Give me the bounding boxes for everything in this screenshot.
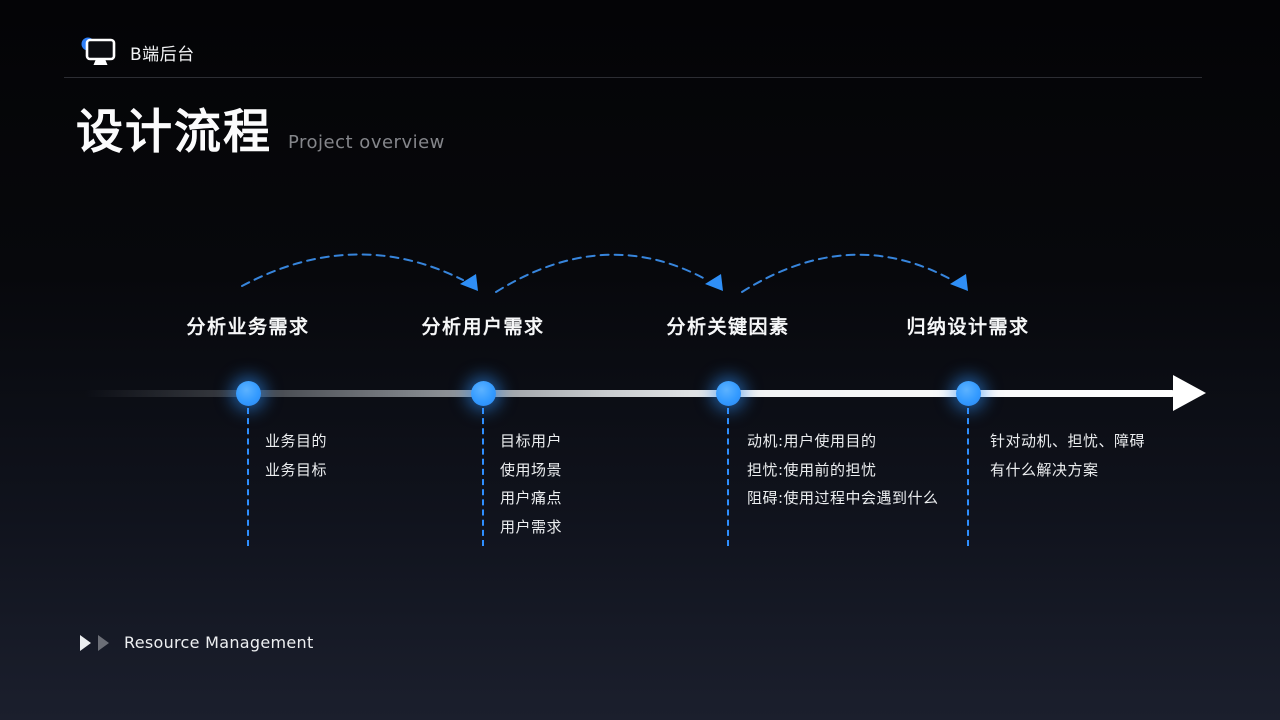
page-title: 设计流程 [76, 105, 272, 160]
stage-1-details: 业务目的 业务目标 [265, 427, 327, 484]
stage-2-dot [471, 381, 496, 406]
detail-line: 针对动机、担忧、障碍 [990, 432, 1146, 450]
detail-line: 用户需求 [500, 517, 563, 536]
page-subtitle: Project overview [288, 132, 445, 154]
stage-2-details: 目标用户 使用场景 用户痛点 用户需求 [500, 427, 562, 541]
stage-2-dashed-line [482, 408, 484, 546]
detail-line: 业务目标 [265, 460, 328, 479]
detail-line: 动机:用户使用目的 [747, 432, 877, 450]
play-icon [80, 634, 91, 651]
stage-4-details: 针对动机、担忧、障碍 有什么解决方案 [990, 427, 1145, 484]
stage-3-dot [716, 381, 741, 406]
stage-1-label: 分析业务需求 [186, 316, 310, 338]
header-divider [64, 77, 1202, 78]
stage-3-label: 分析关键因素 [666, 316, 790, 338]
arc-3 [741, 253, 953, 293]
detail-line: 用户痛点 [500, 489, 563, 507]
stage-3-details: 动机:用户使用目的 担忧:使用前的担忧 阻碍:使用过程中会遇到什么 [747, 427, 939, 513]
stage-4-dashed-line [967, 408, 969, 546]
stage-1-dashed-line [247, 408, 249, 546]
arc-arrowhead-3 [950, 274, 968, 291]
title-row: 设计流程 Project overview [76, 105, 445, 160]
detail-line: 目标用户 [500, 432, 563, 450]
monitor-icon [80, 36, 116, 68]
footer-label: Resource Management [124, 633, 314, 652]
stage-3-dashed-line [727, 408, 729, 546]
arc-1 [241, 253, 464, 287]
header: B端后台 [80, 36, 195, 68]
timeline-axis [85, 390, 1175, 397]
stage-4-label: 归纳设计需求 [906, 316, 1030, 338]
detail-line: 阻碍:使用过程中会遇到什么 [747, 489, 939, 507]
arc-arrowhead-2 [705, 274, 723, 291]
stage-2-label: 分析用户需求 [421, 316, 545, 338]
detail-line: 担忧:使用前的担忧 [747, 460, 877, 479]
detail-line: 业务目的 [265, 432, 328, 450]
stage-4-dot [956, 381, 981, 406]
play-icon-dim [98, 634, 109, 651]
footer: Resource Management [80, 633, 314, 652]
detail-line: 使用场景 [500, 460, 563, 479]
detail-line: 有什么解决方案 [990, 460, 1099, 479]
arc-arrowhead-1 [460, 274, 478, 291]
arc-2 [495, 253, 708, 293]
timeline-arrowhead-icon [1173, 375, 1206, 411]
stage-1-dot [236, 381, 261, 406]
app-title: B端后台 [130, 44, 195, 65]
